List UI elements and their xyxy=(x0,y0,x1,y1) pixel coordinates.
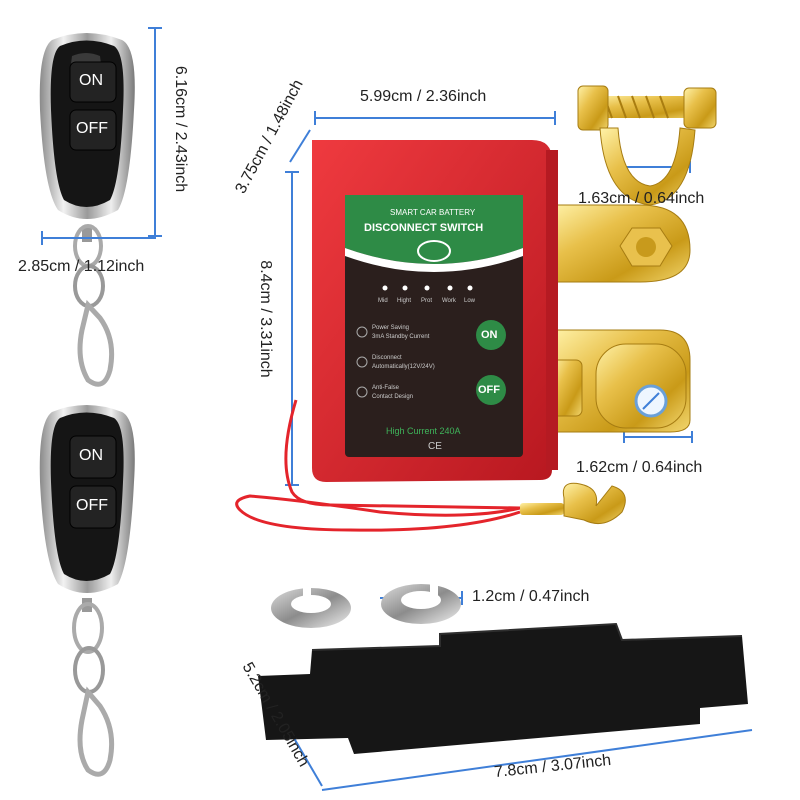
feature-2-title: Disconnect xyxy=(372,355,402,361)
panel-off-label: OFF xyxy=(478,384,500,396)
panel-off-button xyxy=(476,375,506,405)
battery-terminal-clamp-top xyxy=(551,85,717,283)
panel-title-main: DISCONNECT SWITCH xyxy=(364,222,484,234)
feature-2-detail: Automatically(12V/24V) xyxy=(372,364,435,370)
battery-terminal-clamp-bottom xyxy=(551,329,691,433)
bottom-clamp-label: 1.62cm / 0.64inch xyxy=(576,459,703,476)
remote-top-on-label: ON xyxy=(79,72,103,89)
remote-bottom-on-button xyxy=(69,435,117,479)
switch-width-label: 5.99cm / 2.36inch xyxy=(360,88,487,105)
panel-on-label: ON xyxy=(481,329,498,341)
switch-height-label: 8.4cm / 3.31inch xyxy=(257,260,274,378)
lock-washer-right xyxy=(381,584,461,624)
ce-mark: CE xyxy=(428,441,442,452)
remote-top-off-label: OFF xyxy=(76,120,108,137)
insulating-pad xyxy=(258,622,748,754)
level-label-mid: Mid xyxy=(378,298,388,304)
feature-3-detail: Contact Design xyxy=(372,394,414,400)
feature-3-title: Anti-False xyxy=(372,385,400,391)
feature-1-detail: 3mA Standby Current xyxy=(372,334,430,340)
panel-title-small: SMART CAR BATTERY xyxy=(390,208,476,217)
remote-top-on-button xyxy=(69,61,117,103)
remote-bottom-on-label: ON xyxy=(79,447,103,464)
lock-washer-left xyxy=(271,584,351,628)
top-clamp-label: 1.63cm / 0.64inch xyxy=(578,190,705,207)
level-label-prot: Prot xyxy=(421,298,433,304)
panel-current-rating: High Current 240A xyxy=(386,426,461,436)
red-wire xyxy=(235,399,626,532)
washer-label: 1.2cm / 0.47inch xyxy=(472,588,590,605)
level-label-work: Work xyxy=(442,298,456,304)
level-label-low: Low xyxy=(464,298,476,304)
level-label-hight: Hight xyxy=(397,298,412,304)
remote-height-label: 6.16cm / 2.43inch xyxy=(172,65,189,193)
remote-bottom-off-label: OFF xyxy=(76,497,108,514)
remote-top-off-button xyxy=(69,109,117,151)
remote-bottom-off-button xyxy=(69,485,117,529)
feature-1-title: Power Saving xyxy=(372,325,410,331)
panel-on-button xyxy=(476,320,506,350)
remote-width-label: 2.85cm / 1.12inch xyxy=(18,258,145,275)
